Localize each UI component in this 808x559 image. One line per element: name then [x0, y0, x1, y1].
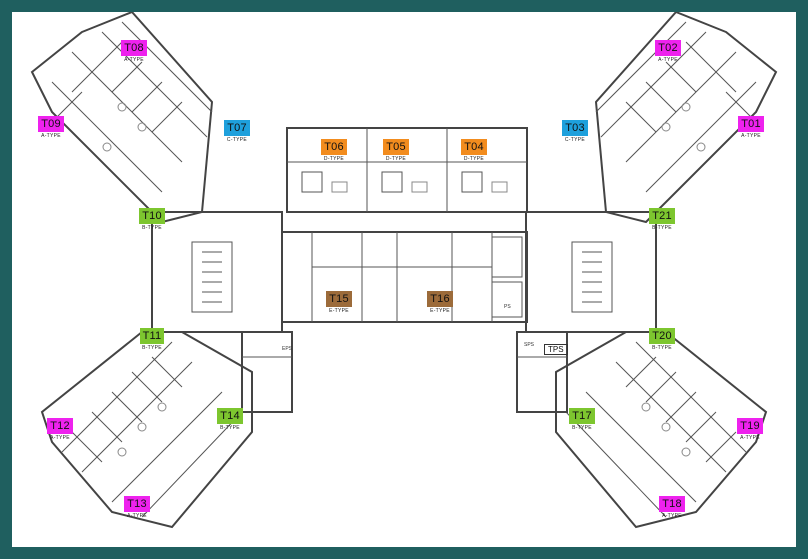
unit-tag-label: T06 [321, 139, 347, 155]
unit-tag-label: T08 [121, 40, 147, 56]
ps-label: PS [504, 304, 511, 310]
unit-type-label: A-TYPE [662, 513, 682, 519]
unit-tag-label: T15 [326, 291, 352, 307]
unit-tag-label: T05 [383, 139, 409, 155]
unit-tag-label: T02 [655, 40, 681, 56]
unit-type-label: E-TYPE [430, 308, 450, 314]
unit-type-label: A-TYPE [127, 513, 147, 519]
tps-label: TPS [544, 344, 568, 355]
eps-label: EPS [282, 346, 293, 352]
unit-tag-label: T18 [659, 496, 685, 512]
unit-type-label: C-TYPE [564, 137, 586, 143]
unit-tag-label: T21 [649, 208, 675, 224]
unit-type-label: A-TYPE [658, 57, 678, 63]
wing-upper-left [30, 12, 214, 224]
unit-type-label: A-TYPE [41, 133, 61, 139]
wing-upper-right [594, 12, 778, 224]
sps-label: SPS [524, 342, 535, 348]
block-top-center [286, 127, 528, 213]
unit-tag-label: T07 [224, 120, 250, 136]
unit-tag-label: T11 [139, 328, 165, 344]
unit-tag-label: T14 [217, 408, 243, 424]
unit-tag-label: T09 [38, 116, 64, 132]
unit-tag-label: T01 [738, 116, 764, 132]
unit-type-label: A-TYPE [124, 57, 144, 63]
wing-lower-left [40, 331, 253, 529]
unit-tag-label: T16 [427, 291, 453, 307]
floor-plan-drawing [30, 12, 778, 529]
unit-type-label: D-TYPE [463, 156, 485, 162]
unit-type-label: B-TYPE [572, 425, 592, 431]
unit-type-label: E-TYPE [329, 308, 349, 314]
unit-type-label: C-TYPE [226, 137, 248, 143]
unit-tag-label: T17 [569, 408, 595, 424]
wing-lower-right [555, 331, 768, 529]
unit-tag-label: T04 [461, 139, 487, 155]
unit-type-label: B-TYPE [652, 225, 672, 231]
block-middle [281, 231, 528, 323]
unit-tag-label: T19 [737, 418, 763, 434]
unit-tag-label: T10 [139, 208, 165, 224]
unit-tag-label: T20 [649, 328, 675, 344]
unit-tag-label: T03 [562, 120, 588, 136]
unit-type-label: B-TYPE [220, 425, 240, 431]
unit-type-label: B-TYPE [142, 225, 162, 231]
unit-type-label: A-TYPE [50, 435, 70, 441]
unit-type-label: A-TYPE [741, 133, 761, 139]
unit-type-label: A-TYPE [740, 435, 760, 441]
unit-tag-label: T13 [124, 496, 150, 512]
unit-type-label: D-TYPE [323, 156, 345, 162]
unit-type-label: B-TYPE [652, 345, 672, 351]
unit-tag-label: T12 [47, 418, 73, 434]
unit-type-label: D-TYPE [385, 156, 407, 162]
unit-type-label: B-TYPE [142, 345, 162, 351]
